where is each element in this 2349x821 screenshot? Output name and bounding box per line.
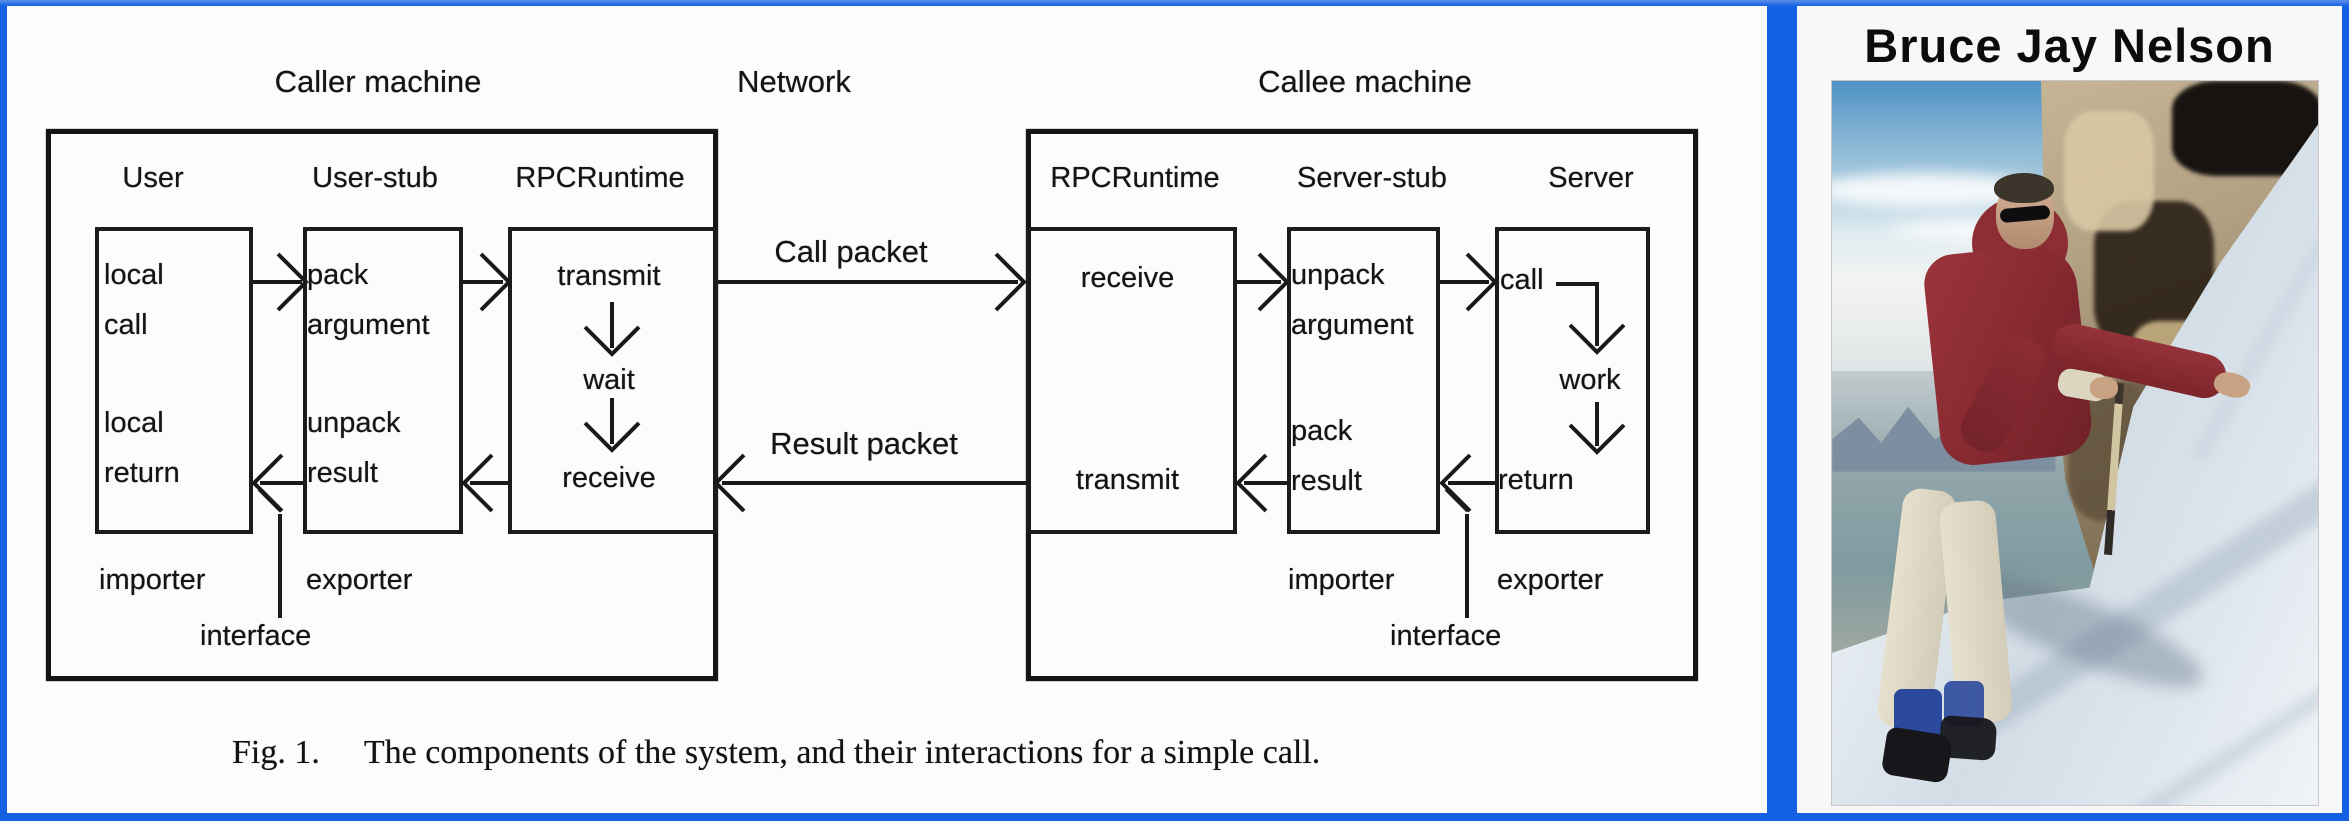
callee-rpc-transmit: transmit <box>1075 464 1180 496</box>
figure-caption-text: The components of the system, and their … <box>363 734 1321 771</box>
caller-machine-label: Caller machine <box>274 64 482 99</box>
user-stub-box <box>303 227 463 534</box>
caller-exporter-label: exporter <box>306 564 413 596</box>
call-packet-label: Call packet <box>774 234 928 269</box>
server-box <box>1495 227 1650 534</box>
server-return: return <box>1498 464 1574 496</box>
climber-left-hand <box>2090 377 2118 399</box>
server-work: work <box>1559 364 1621 396</box>
caller-rpc-transmit: transmit <box>557 260 661 292</box>
caller-interface-label: interface <box>200 620 312 652</box>
callee-col-rpcruntime: RPCRuntime <box>1050 162 1220 194</box>
callee-importer-label: importer <box>1288 564 1395 596</box>
callee-machine-label: Callee machine <box>1258 64 1472 99</box>
photo-panel: Bruce Jay Nelson <box>1797 6 2342 813</box>
figure-caption: Fig. 1. The components of the system, and… <box>232 734 1320 772</box>
server-call: call <box>1500 264 1544 296</box>
paper-figure-panel: Caller machine Network Callee machine Us… <box>7 6 1767 813</box>
server-stub-box <box>1287 227 1440 534</box>
caller-rpcruntime-box <box>508 227 718 534</box>
callee-rpc-receive: receive <box>1080 262 1175 294</box>
callee-interface-label: interface <box>1390 620 1502 652</box>
figure-caption-number: Fig. 1. <box>232 734 320 771</box>
climber-boot <box>1938 715 1998 761</box>
callee-col-server-stub: Server-stub <box>1297 162 1447 194</box>
caller-col-user: User <box>122 162 184 194</box>
caller-rpc-receive: receive <box>562 462 656 494</box>
caller-col-user-stub: User-stub <box>312 162 438 194</box>
caller-rpc-wait: wait <box>583 364 635 396</box>
callee-exporter-label: exporter <box>1497 564 1604 596</box>
caller-col-rpcruntime: RPCRuntime <box>515 162 685 194</box>
caller-importer-label: importer <box>99 564 206 596</box>
user-box <box>95 227 253 534</box>
network-label: Network <box>737 64 851 99</box>
callee-col-server: Server <box>1548 162 1634 194</box>
result-packet-label: Result packet <box>770 426 958 461</box>
callee-rpcruntime-box <box>1026 227 1237 534</box>
nelson-climbing-photo <box>1831 80 2319 806</box>
photo-title: Bruce Jay Nelson <box>1864 19 2275 72</box>
climber-hair <box>1994 173 2054 203</box>
photo-rock-highlight <box>2064 111 2154 231</box>
